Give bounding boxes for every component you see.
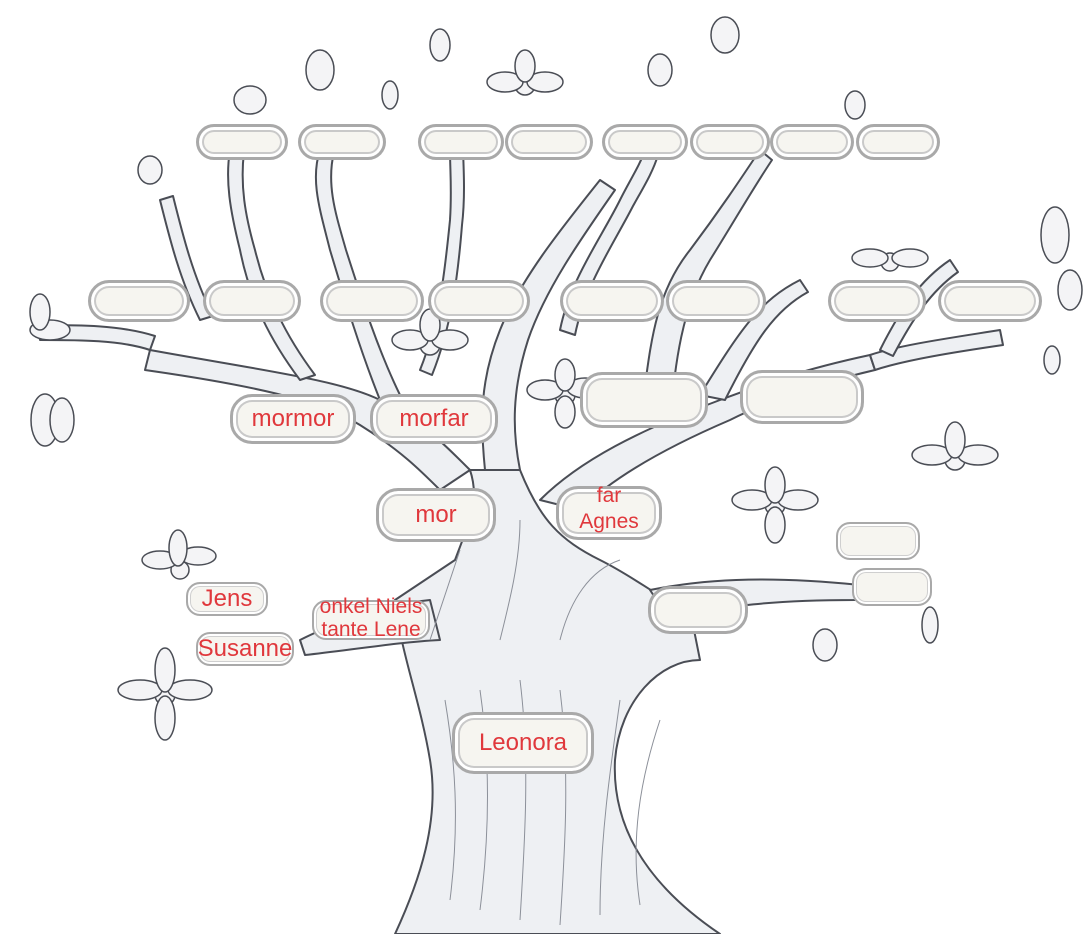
label-far: far	[556, 486, 662, 506]
flower-icon-top-right	[852, 249, 928, 271]
name-plate-empty	[828, 280, 926, 322]
flower-icon-uncle-top	[142, 530, 216, 579]
name-plate-empty	[770, 124, 854, 160]
name-plate-empty	[418, 124, 504, 160]
name-plate-empty	[666, 280, 766, 322]
name-plate-empty	[560, 280, 664, 322]
flower-icon-right-edge	[1041, 207, 1082, 310]
name-plate-empty	[602, 124, 688, 160]
name-plate-empty	[88, 280, 190, 322]
name-plate-empty	[852, 568, 932, 606]
label-tante-lene: tante Lene	[298, 620, 444, 640]
name-plate-empty	[298, 124, 386, 160]
flower-icon-right-mid	[732, 467, 818, 543]
name-plate-empty	[856, 124, 940, 160]
label-morfar: morfar	[370, 407, 498, 431]
name-plate-empty	[648, 586, 748, 634]
name-plate-empty	[836, 522, 920, 560]
name-plate-empty	[196, 124, 288, 160]
flower-icon-left-mid	[31, 394, 74, 446]
label-leonora: Leonora	[452, 731, 594, 755]
name-plate-empty	[740, 370, 864, 424]
flower-icon-top-center	[487, 50, 563, 95]
label-onkel-niels: onkel Niels	[298, 597, 444, 617]
name-plate-empty	[580, 372, 708, 428]
flower-icon-right-top	[912, 422, 998, 470]
name-plate-empty	[505, 124, 593, 160]
name-plate-empty	[203, 280, 301, 322]
name-plate-empty	[690, 124, 770, 160]
label-agnes: Agnes	[556, 512, 662, 532]
label-mor: mor	[376, 503, 496, 527]
label-susanne: Susanne	[190, 637, 300, 661]
label-jens: Jens	[186, 587, 268, 611]
flower-icon-left-top	[30, 294, 70, 340]
name-plate-empty	[428, 280, 530, 322]
name-plate-empty	[938, 280, 1042, 322]
label-mormor: mormor	[230, 407, 356, 431]
name-plate-empty	[320, 280, 424, 322]
